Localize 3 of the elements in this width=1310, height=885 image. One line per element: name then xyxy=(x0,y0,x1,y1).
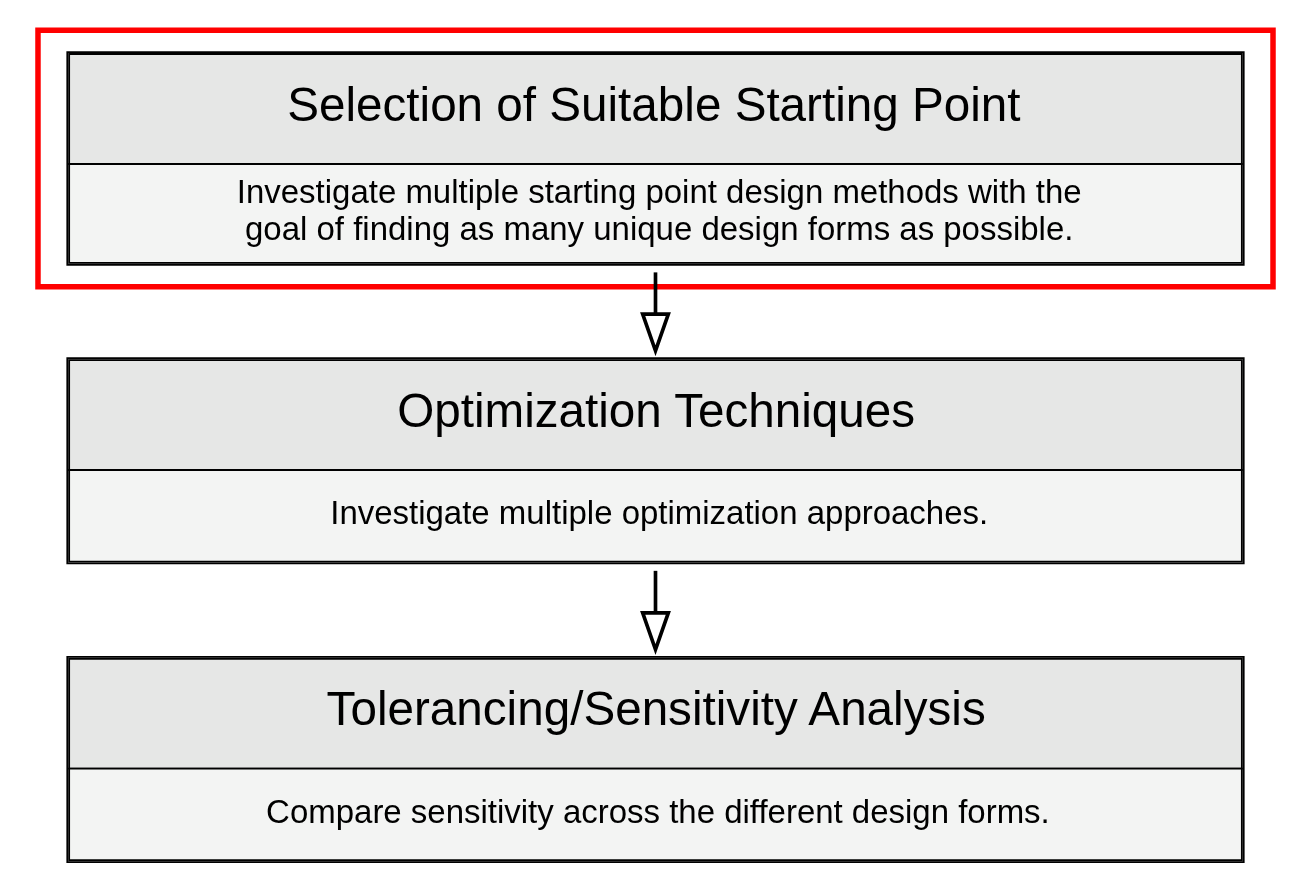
arrow xyxy=(639,272,671,357)
cluster xyxy=(34,27,1276,290)
arrow xyxy=(639,570,671,656)
